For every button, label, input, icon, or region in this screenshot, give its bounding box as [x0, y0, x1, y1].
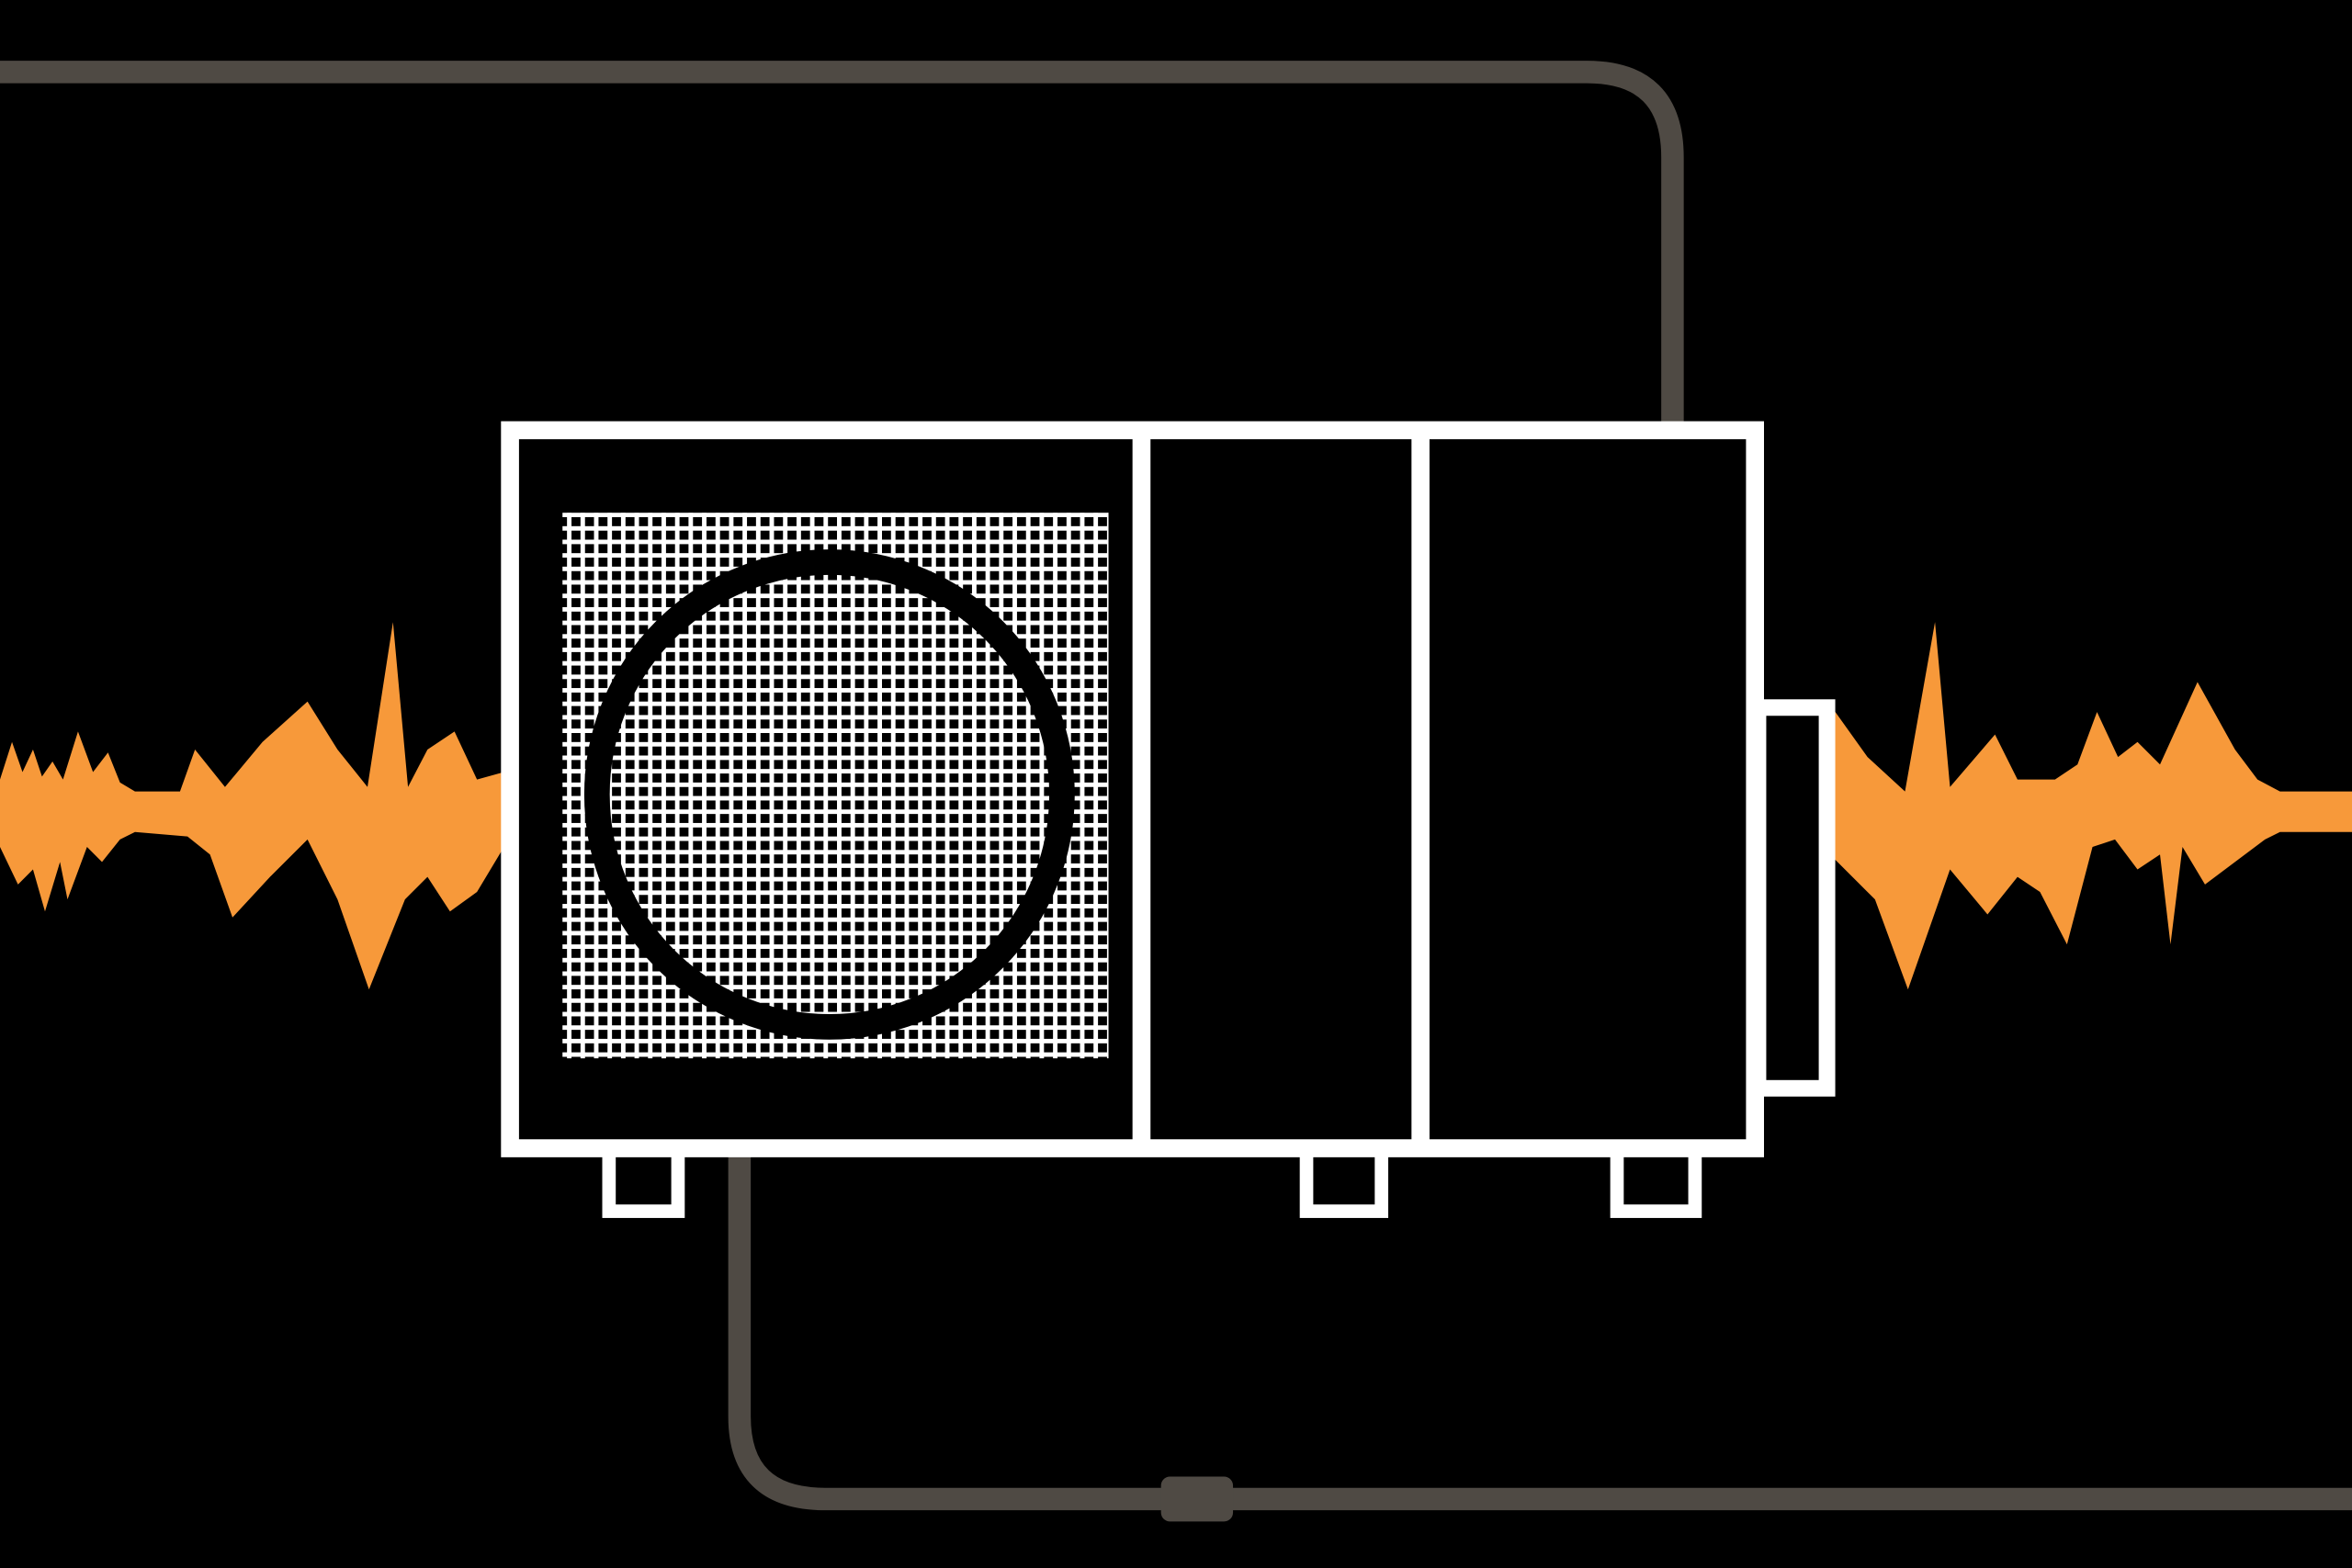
fan-grille — [562, 513, 1109, 1059]
sound-wave-left — [0, 622, 504, 990]
bottom-pipe — [728, 1146, 2352, 1511]
sound-wave-right — [1829, 622, 2352, 990]
heat-pump-unit — [501, 421, 1836, 1218]
top-pipe — [0, 61, 1684, 435]
fan-icon — [583, 549, 1075, 1040]
unit-side-box — [1749, 699, 1836, 1097]
pipe-connector — [1160, 1476, 1234, 1522]
